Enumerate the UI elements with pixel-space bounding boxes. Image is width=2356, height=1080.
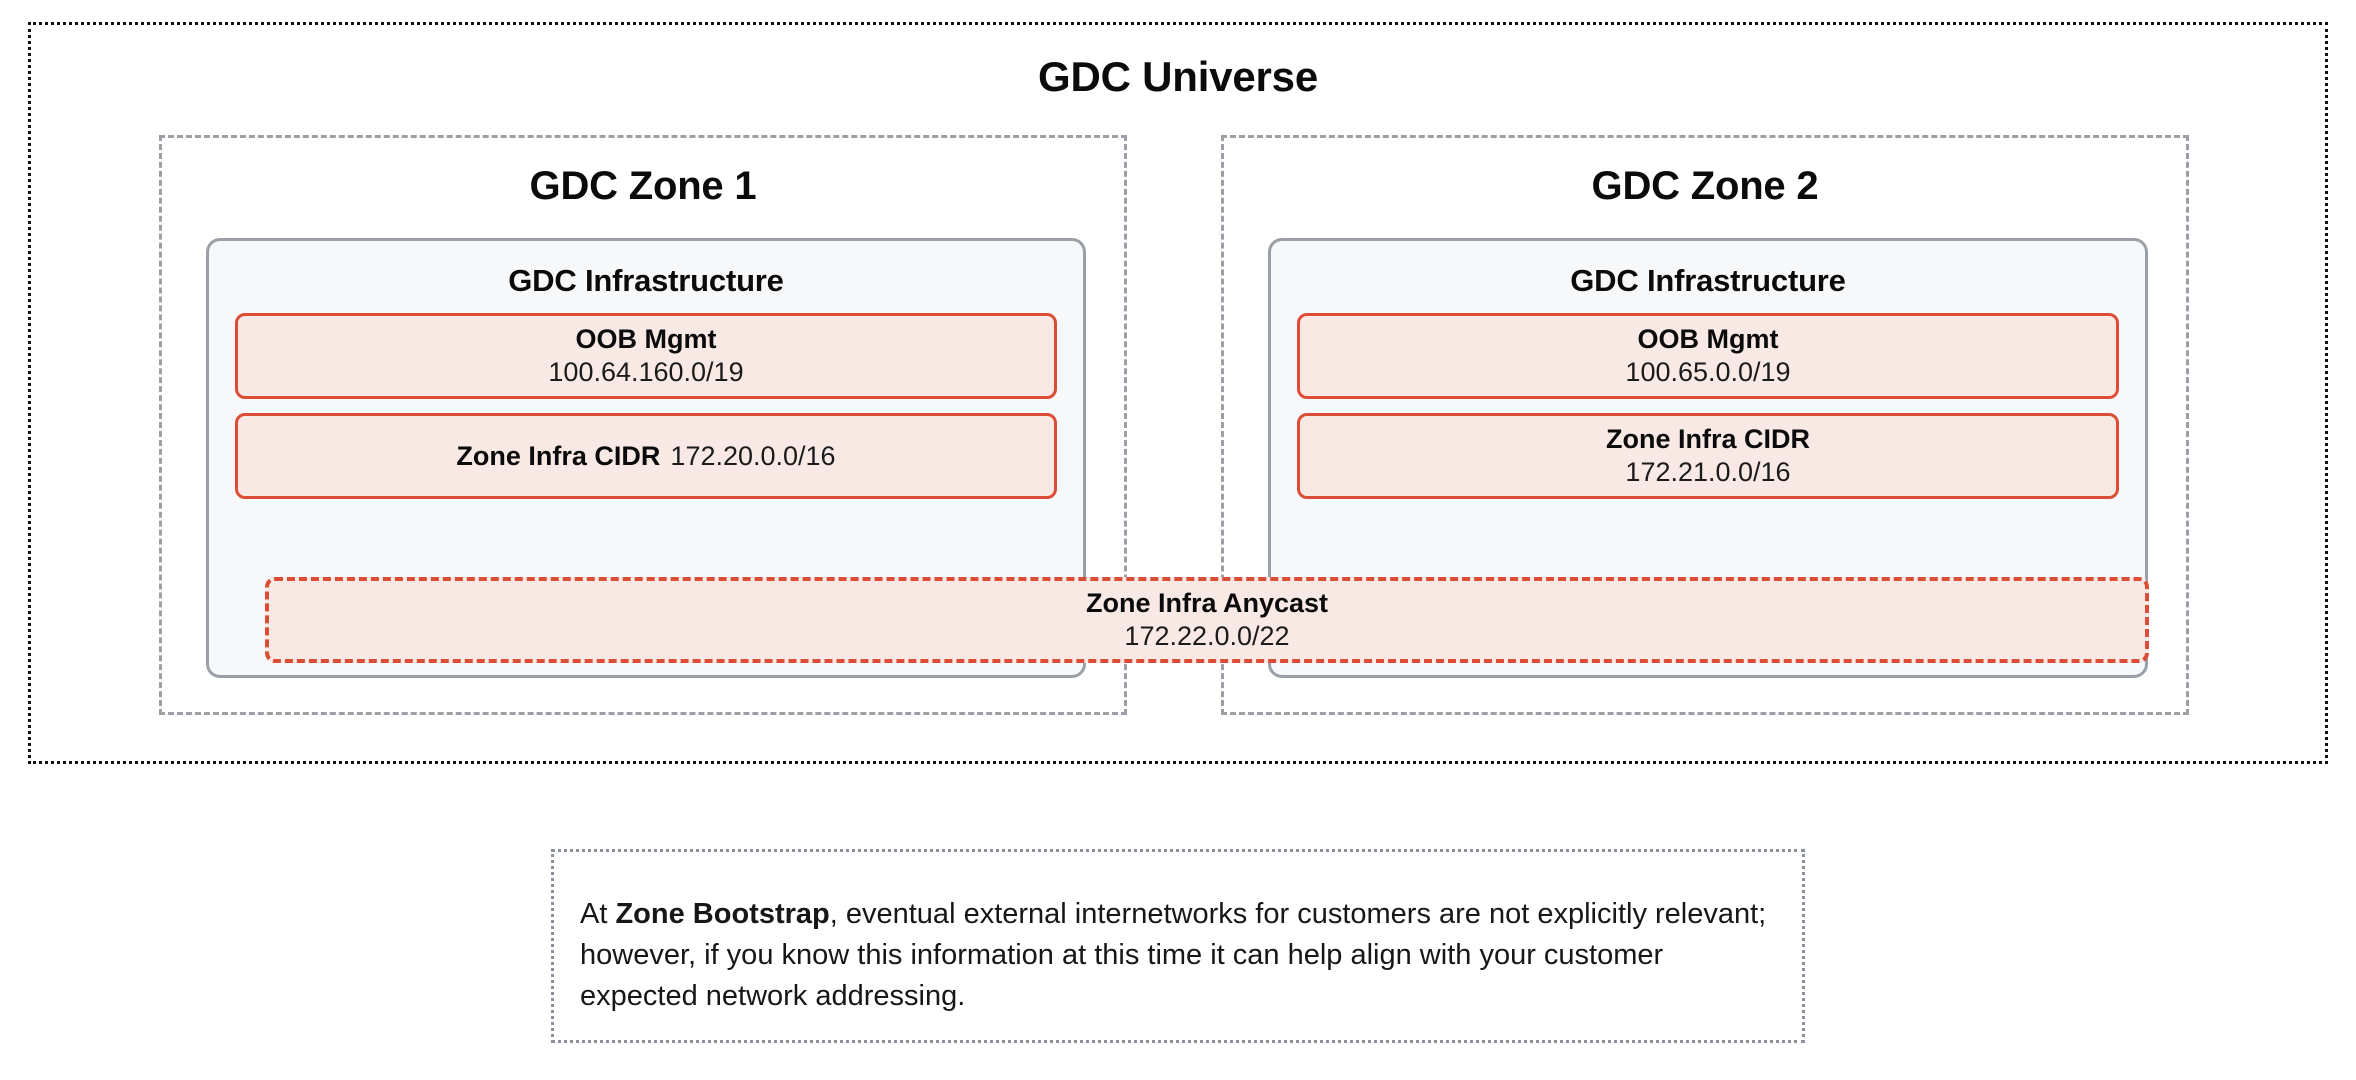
zone-2-oob-mgmt-cidr: 100.65.0.0/19	[1625, 357, 1791, 387]
zone-1-infra-cidr-box: Zone Infra CIDR 172.20.0.0/16	[235, 413, 1057, 499]
zone-2-infra-cidr-label: Zone Infra CIDR	[1605, 424, 1810, 455]
zone-1-title: GDC Zone 1	[529, 164, 757, 208]
zone-infra-anycast-cidr: 172.22.0.0/22	[1124, 621, 1290, 651]
note-lead-prefix: At	[580, 898, 616, 930]
zone-1-infra-cidr-label: Zone Infra CIDR	[456, 440, 661, 471]
zone-2-infra-cidr-value: 172.21.0.0/16	[1625, 457, 1791, 487]
note-body: , eventual external internetworks for cu…	[580, 898, 1767, 1013]
universe-title: GDC Universe	[1037, 53, 1319, 100]
zone-2-infra-cidr-box: Zone Infra CIDR 172.21.0.0/16	[1297, 413, 2119, 499]
zone-1-oob-mgmt-box: OOB Mgmt 100.64.160.0/19	[235, 313, 1057, 399]
note-bold-term: Zone Bootstrap	[615, 898, 830, 930]
zone-1-infrastructure-title: GDC Infrastructure	[508, 263, 784, 298]
bootstrap-note-text: At Zone Bootstrap, eventual external int…	[580, 894, 1776, 1018]
zone-infra-anycast-box: Zone Infra Anycast 172.22.0.0/22	[265, 577, 2149, 663]
zone-1-oob-mgmt-cidr: 100.64.160.0/19	[548, 357, 744, 387]
bootstrap-note-box: At Zone Bootstrap, eventual external int…	[551, 849, 1805, 1043]
zone-2-oob-mgmt-box: OOB Mgmt 100.65.0.0/19	[1297, 313, 2119, 399]
zone-infra-anycast-label: Zone Infra Anycast	[1085, 588, 1329, 619]
zone-1-infra-cidr-value: 172.20.0.0/16	[670, 440, 836, 471]
gdc-universe-container: GDC Universe GDC Zone 1 GDC Infrastructu…	[28, 22, 2328, 764]
zone-1-oob-mgmt-label: OOB Mgmt	[575, 324, 717, 355]
zone-2-infrastructure-title: GDC Infrastructure	[1570, 263, 1846, 298]
zone-2-oob-mgmt-label: OOB Mgmt	[1637, 324, 1779, 355]
zone-2-title: GDC Zone 2	[1591, 164, 1819, 208]
